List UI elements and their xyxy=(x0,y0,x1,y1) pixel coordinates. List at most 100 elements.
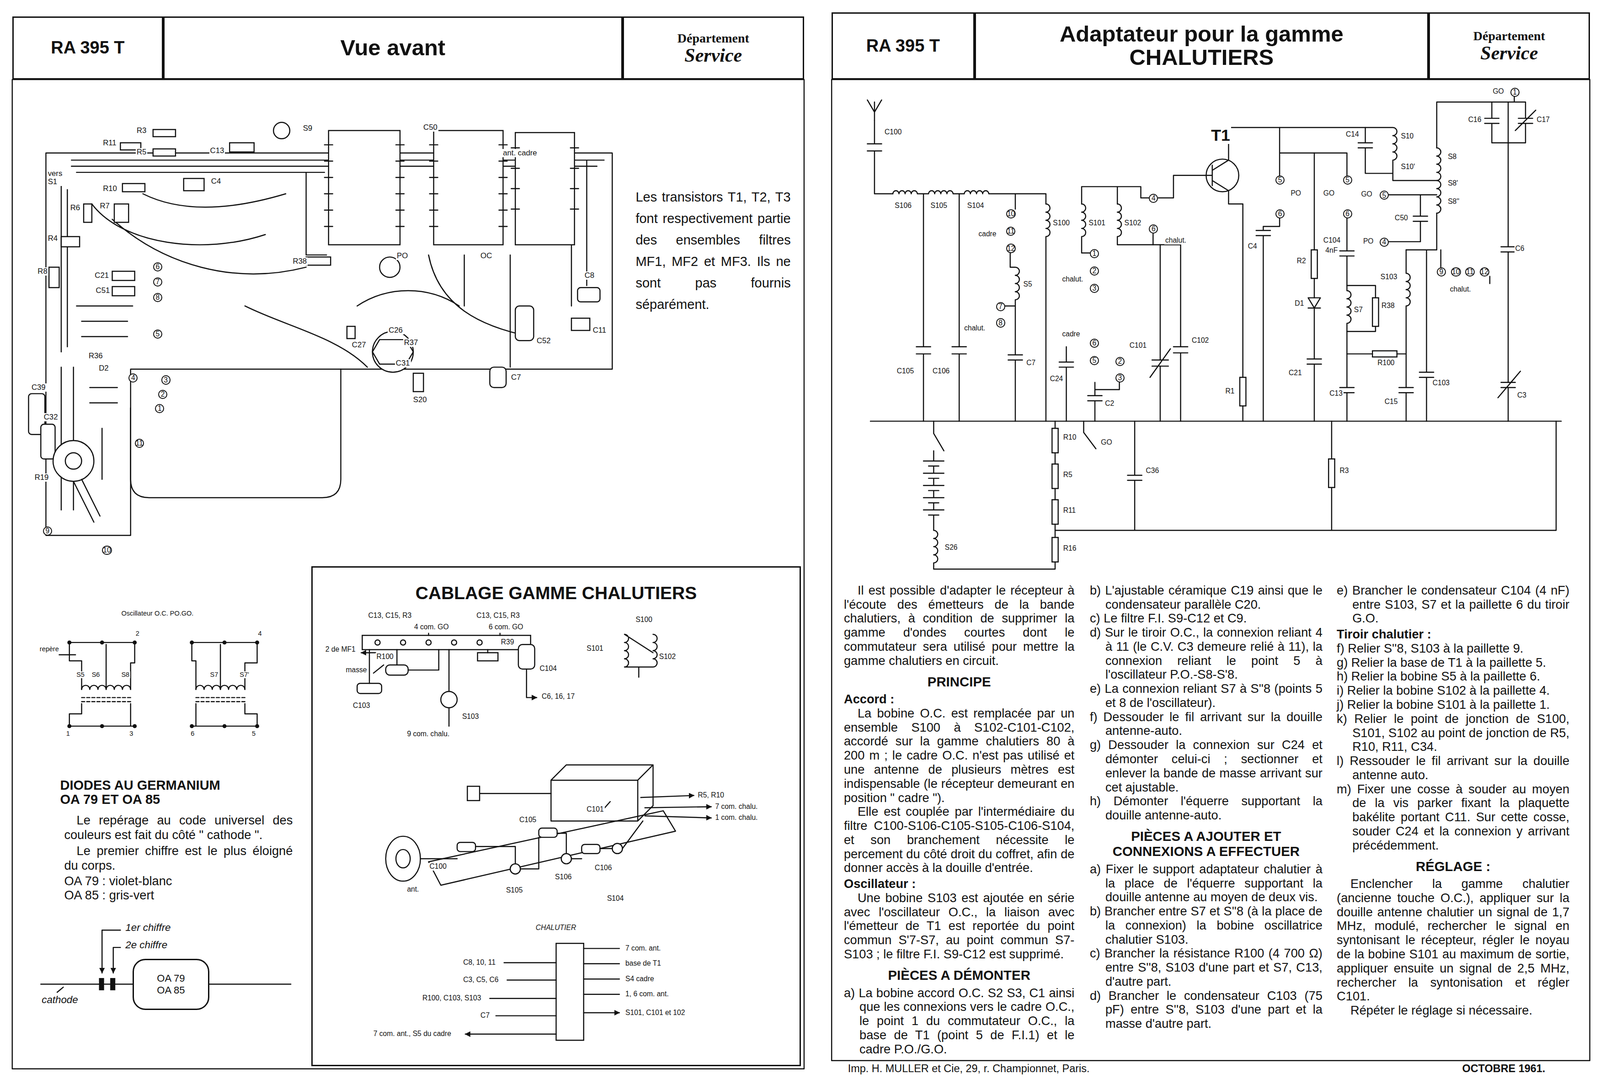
body-text: m) Fixer une cosse à souder au moyen de … xyxy=(1336,782,1570,854)
callout-number: 3 xyxy=(161,375,171,385)
circuit-schematic xyxy=(867,96,1562,570)
part-label: C103 xyxy=(1431,379,1451,388)
body-text: f) Relier S''8, S103 à la paillette 9. xyxy=(1336,641,1570,656)
part-label: chalut. xyxy=(963,324,987,333)
part-label: R3 xyxy=(135,126,148,135)
oscillator-sketch xyxy=(58,640,260,729)
part-label: 4 xyxy=(257,630,263,638)
wiring-sketch xyxy=(477,652,499,662)
wiring-sketch xyxy=(479,793,551,795)
header-cell: Adaptateur pour la gamme CHALUTIERS xyxy=(974,12,1429,80)
wiring-sketch xyxy=(457,842,476,852)
circuit-schematic xyxy=(1081,175,1206,246)
circuit-schematic xyxy=(1372,298,1379,327)
wiring-sketch xyxy=(645,816,712,818)
chassis-drawing xyxy=(328,130,400,246)
part-label: chalut. xyxy=(1449,285,1472,294)
chassis-drawing xyxy=(413,373,424,392)
wiring-sketch xyxy=(385,665,409,676)
callout-number: 11 xyxy=(1006,226,1016,236)
part-label: C4 xyxy=(210,177,222,186)
part-label: C50 xyxy=(1393,214,1409,223)
wiring-sketch xyxy=(583,948,620,1014)
body-text: f) Dessouder le fil arrivant sur la doui… xyxy=(1089,710,1323,739)
callout-number: 12 xyxy=(1006,243,1016,253)
part-label: R1 xyxy=(1224,387,1236,396)
body-text: Oscillateur : xyxy=(843,877,1075,892)
oscillator-sketch xyxy=(67,724,72,729)
part-label: PO xyxy=(1362,237,1375,246)
part-label: 7 com. ant., S5 du cadre xyxy=(372,1030,453,1039)
oscillator-sketch xyxy=(255,724,260,729)
wiring-sketch xyxy=(640,795,694,798)
body-text: d) Sur le tiroir O.C., la connexion reli… xyxy=(1089,625,1323,683)
part-label: 2 de MF1 xyxy=(324,645,357,654)
circuit-schematic xyxy=(1081,203,1090,253)
chassis-drawing xyxy=(153,149,176,157)
part-label: R11 xyxy=(1062,506,1078,515)
part-label: cathode xyxy=(40,994,79,1006)
body-text: Une bobine S103 est ajoutée en série ave… xyxy=(843,891,1075,962)
part-label: 7 com. ant. xyxy=(624,944,662,953)
part-label: 1 xyxy=(65,730,71,738)
part-label: cadre xyxy=(977,230,998,239)
circuit-schematic xyxy=(1489,276,1491,284)
callout-number: 1 xyxy=(1089,249,1099,259)
wiring-sketch xyxy=(428,810,676,886)
circuit-schematic xyxy=(1406,213,1441,422)
text-paragraph: Le repérage au code universel des couleu… xyxy=(63,813,294,843)
circuit-schematic xyxy=(1436,101,1521,422)
chassis-drawing xyxy=(183,178,205,192)
node-text: Vue avant xyxy=(340,36,446,60)
body-text: l) Ressouder le fil arrivant sur la doui… xyxy=(1336,754,1570,783)
wiring-sketch xyxy=(368,650,370,684)
wiring-sketch xyxy=(581,844,600,854)
body-text: j) Relier la bobine S101 à la paillette … xyxy=(1336,698,1570,713)
part-label: C6, 16, 17 xyxy=(540,693,576,701)
part-label: 7 com. chalu. xyxy=(714,803,759,811)
callout-number: 4 xyxy=(128,373,138,383)
part-label: PO xyxy=(1289,189,1302,198)
callout-number: 1 xyxy=(1510,87,1520,97)
part-label: C3 xyxy=(1516,391,1528,400)
circuit-schematic xyxy=(1372,351,1398,358)
part-label: C7 xyxy=(1025,359,1037,368)
part-label: S101 xyxy=(585,645,605,653)
part-label: R8 xyxy=(36,267,48,276)
wiring-sketch xyxy=(362,635,531,650)
chassis-drawing xyxy=(324,144,579,227)
body-text: b) Brancher entre S7 et S''8 (à la place… xyxy=(1089,904,1323,947)
part-label: C8 xyxy=(583,271,596,280)
part-label: base de T1 xyxy=(624,960,662,968)
wiring-sketch xyxy=(357,683,382,694)
wiring-sketch xyxy=(518,644,535,670)
circuit-schematic xyxy=(1051,428,1058,454)
circuit-schematic xyxy=(1055,421,1557,531)
callout-number: 2 xyxy=(1115,357,1125,367)
body-text: h) Démonter l'équerre supportant la doui… xyxy=(1089,794,1323,823)
chassis-drawing xyxy=(346,326,356,339)
part-label: ant. xyxy=(405,885,420,894)
part-label: C39 xyxy=(30,383,47,392)
body-text: Tiroir chalutier : xyxy=(1336,627,1570,642)
part-label: GO xyxy=(1360,190,1373,199)
part-label: C102 xyxy=(1190,336,1210,345)
callout-number: 9 xyxy=(42,526,53,536)
body-text: d) Brancher le condensateur C103 (75 pF)… xyxy=(1089,989,1323,1032)
diode-drawing xyxy=(113,947,121,974)
callout-number: 8 xyxy=(996,318,1006,328)
circuit-schematic xyxy=(870,420,1562,422)
part-label: S102 xyxy=(658,653,678,662)
chassis-drawing xyxy=(48,267,59,288)
part-label: R10 xyxy=(101,184,118,193)
part-label: S7' xyxy=(238,671,251,679)
part-label: R38 xyxy=(291,257,308,266)
callout-number: 6 xyxy=(1343,209,1353,219)
circuit-schematic xyxy=(1005,193,1023,422)
oscillator-sketch xyxy=(132,640,137,645)
part-label: R7 xyxy=(99,202,111,211)
part-label: C106 xyxy=(931,367,951,376)
chassis-drawing xyxy=(515,305,534,341)
chassis-drawing xyxy=(273,122,290,139)
